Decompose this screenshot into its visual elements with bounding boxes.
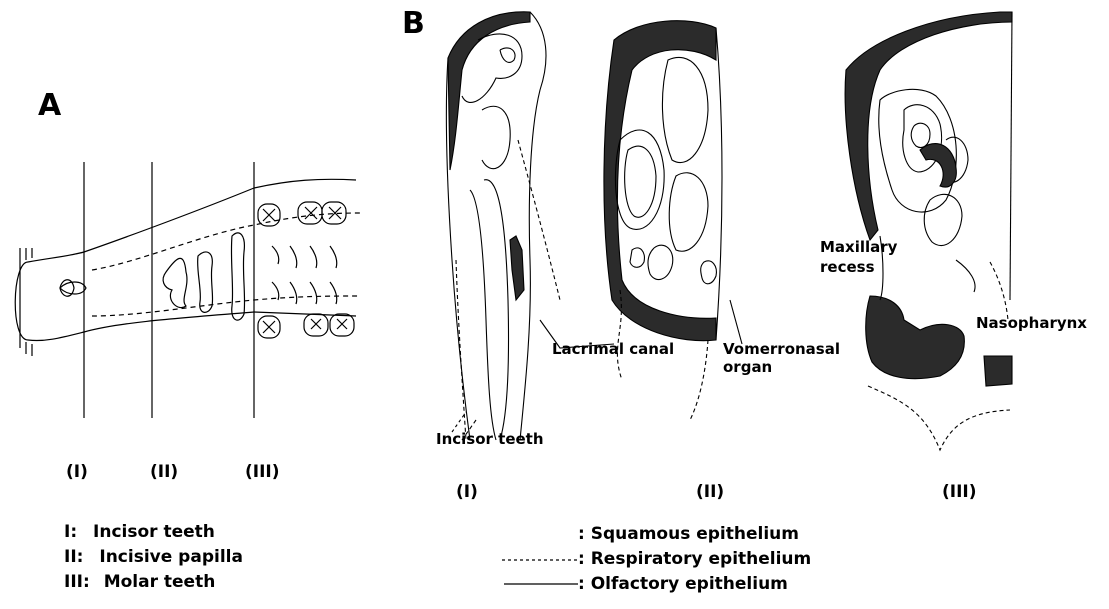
legend-olfactory: : Olfactory epithelium (578, 574, 788, 594)
legend-respiratory: : Respiratory epithelium (578, 549, 811, 569)
